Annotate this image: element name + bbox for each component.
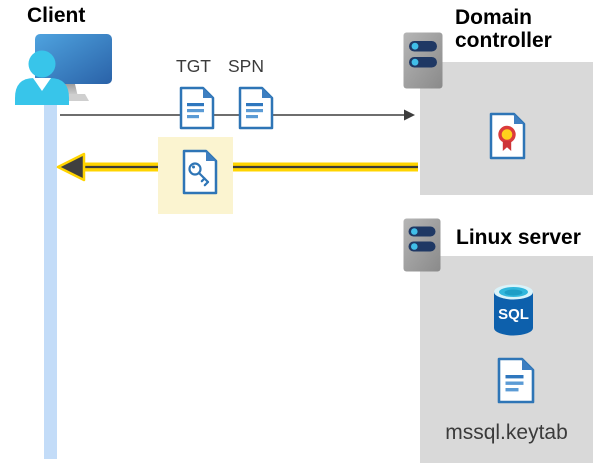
tgt-document-icon: [179, 86, 215, 130]
domain-controller-server-icon: [403, 32, 443, 89]
keytab-filename-label: mssql.keytab: [445, 421, 568, 444]
request-arrow: [60, 109, 415, 121]
sql-text: SQL: [498, 306, 529, 323]
response-arrow: [56, 152, 418, 182]
rosette-icon: [498, 125, 516, 144]
domain-controller-title-line1: Domain: [455, 6, 533, 29]
client-title: Client: [27, 4, 86, 27]
client-timeline-bar: [44, 97, 57, 459]
linux-server-title: Linux server: [456, 226, 581, 249]
spn-label: SPN: [228, 56, 264, 76]
sql-database-icon: SQL: [494, 284, 533, 336]
response-arrowhead-icon: [56, 152, 86, 182]
key-icon: [188, 162, 210, 187]
certificate-icon: [489, 112, 526, 160]
tgt-label: TGT: [176, 56, 211, 76]
spn-document-icon: [238, 86, 274, 130]
ribbon-icon: [502, 141, 512, 151]
client-computer-icon: [15, 34, 112, 105]
linux-server-icon: [403, 218, 441, 272]
domain-controller-title-line2: controller: [455, 29, 552, 52]
person-icon: [15, 50, 69, 105]
request-arrowhead-icon: [404, 109, 415, 121]
key-document-icon: [182, 149, 218, 195]
keytab-document-icon: [497, 357, 535, 404]
domain-controller-title: Domain controller: [455, 6, 552, 52]
